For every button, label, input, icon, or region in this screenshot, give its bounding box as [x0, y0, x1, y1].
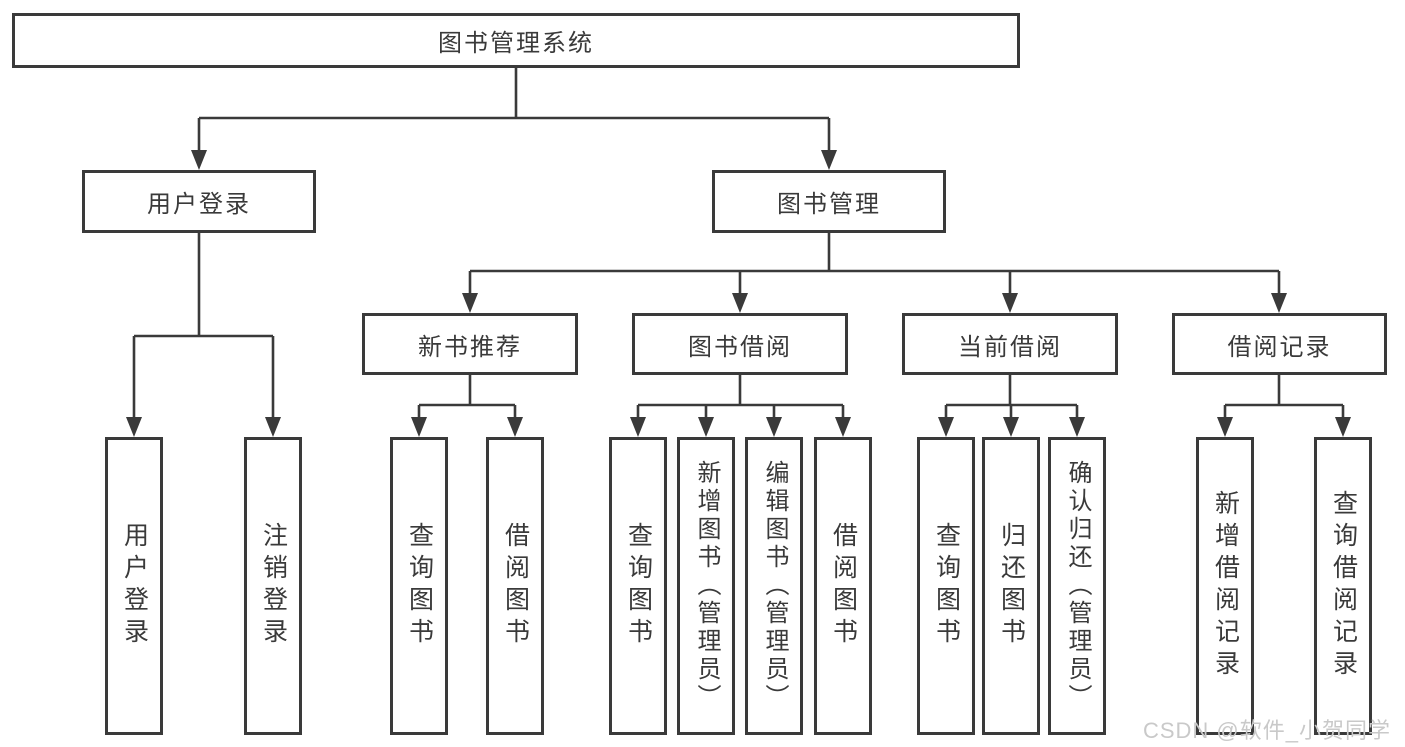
- leaf-return-books: 归还图书: [982, 437, 1040, 735]
- leaf-query-borrow-record: 查询借阅记录: [1314, 437, 1372, 735]
- leaf-add-books-admin: 新增图书（管理员）: [677, 437, 735, 735]
- leaf-confirm-return-admin: 确认归还（管理员）: [1048, 437, 1106, 735]
- node-new-book-recommendation: 新书推荐: [362, 313, 578, 375]
- node-label: 用户登录: [120, 522, 149, 650]
- leaf-query-books-rec: 查询图书: [390, 437, 448, 735]
- node-label: 借阅图书: [829, 522, 858, 650]
- node-label: 用户登录: [147, 191, 251, 218]
- node-label: 图书管理系统: [438, 30, 594, 57]
- node-label: 注销登录: [259, 522, 288, 650]
- node-label: 图书借阅: [688, 333, 792, 361]
- node-label: 图书管理: [777, 191, 881, 218]
- node-user-login: 用户登录: [82, 170, 316, 233]
- node-current-borrowing: 当前借阅: [902, 313, 1118, 375]
- node-book-management-system: 图书管理系统: [12, 13, 1020, 68]
- node-label: 查询图书: [405, 522, 434, 650]
- node-label: 新书推荐: [418, 333, 522, 361]
- leaf-edit-books-admin: 编辑图书（管理员）: [745, 437, 803, 735]
- node-borrowing-records: 借阅记录: [1172, 313, 1387, 375]
- csdn-watermark: CSDN @软件_小贺同学: [1142, 718, 1391, 743]
- leaf-user-login: 用户登录: [105, 437, 163, 735]
- node-label: 新增借阅记录: [1211, 490, 1240, 682]
- leaf-borrow-books-borrow: 借阅图书: [814, 437, 872, 735]
- node-book-borrowing: 图书借阅: [632, 313, 848, 375]
- leaf-add-borrow-record: 新增借阅记录: [1196, 437, 1254, 735]
- node-label: 归还图书: [997, 522, 1026, 650]
- node-label: 借阅图书: [501, 522, 530, 650]
- leaf-logout: 注销登录: [244, 437, 302, 735]
- leaf-query-books-current: 查询图书: [917, 437, 975, 735]
- node-label: 借阅记录: [1227, 333, 1332, 361]
- node-label: 确认归还（管理员）: [1064, 460, 1091, 712]
- leaf-borrow-books-rec: 借阅图书: [486, 437, 544, 735]
- node-label: 编辑图书（管理员）: [761, 460, 788, 712]
- node-label: 新增图书（管理员）: [693, 460, 720, 712]
- node-label: 当前借阅: [958, 333, 1062, 361]
- node-book-management: 图书管理: [712, 170, 946, 233]
- node-label: 查询图书: [624, 522, 653, 650]
- arrowheads: [126, 150, 1351, 437]
- node-label: 查询图书: [932, 522, 961, 650]
- node-label: 查询借阅记录: [1329, 490, 1358, 682]
- leaf-query-books-borrow: 查询图书: [609, 437, 667, 735]
